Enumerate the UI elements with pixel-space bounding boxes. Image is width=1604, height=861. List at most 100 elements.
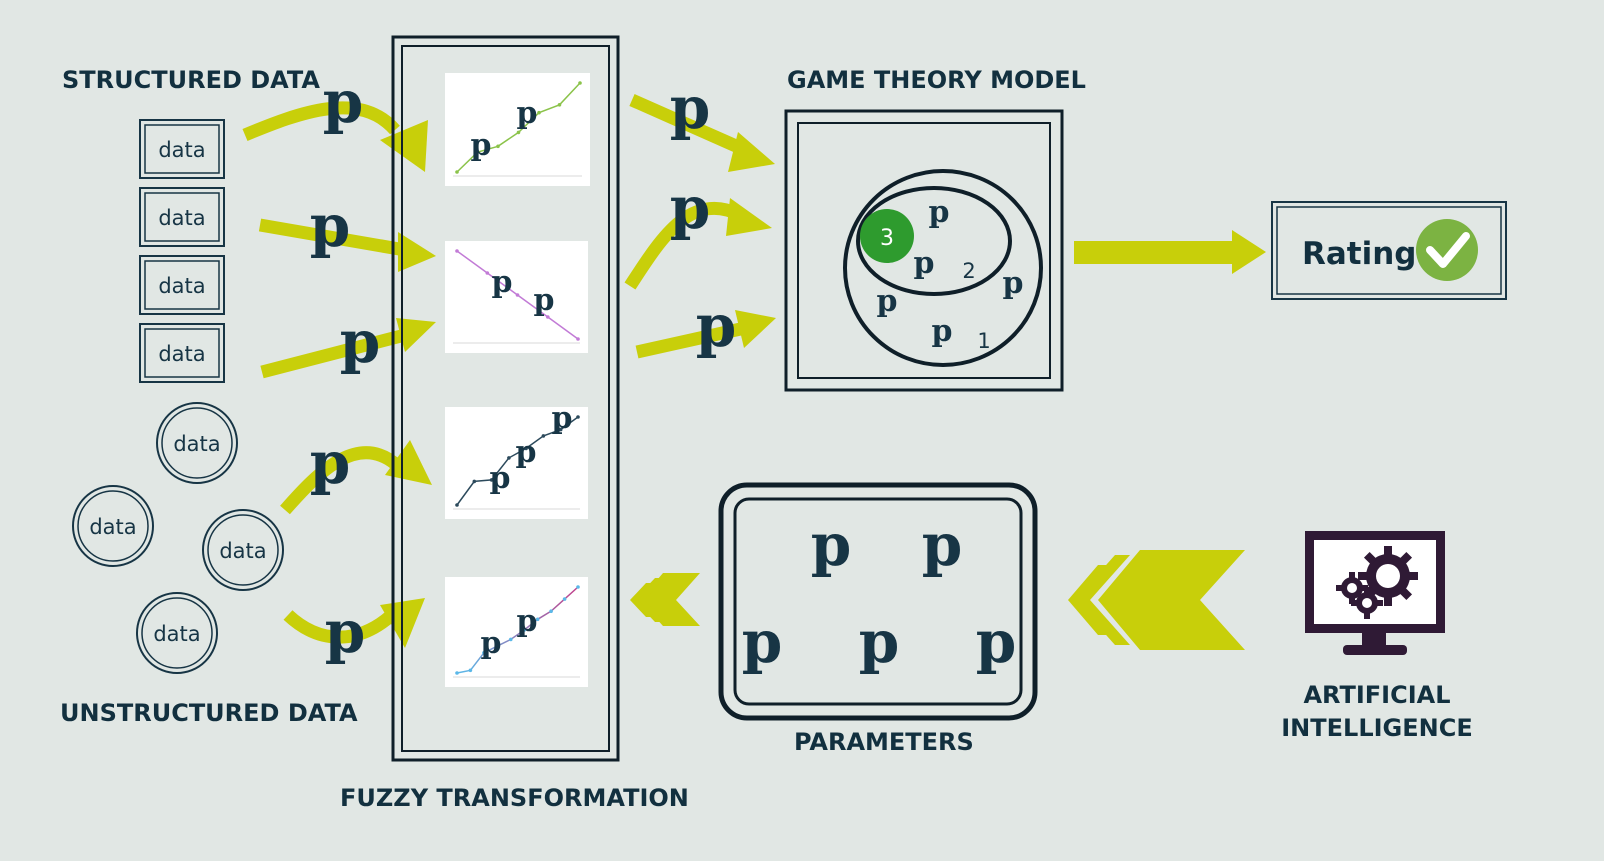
mini-chart-point	[537, 110, 541, 115]
mini-chart-point	[475, 150, 480, 154]
arrowhead	[385, 440, 432, 485]
unstructured-data-circle: data	[72, 485, 154, 567]
arrow-shaft	[635, 321, 747, 359]
p-symbol: p	[471, 128, 492, 163]
structured-data-text: data	[158, 274, 205, 298]
mini-chart-point	[455, 170, 459, 174]
p-symbol: p	[310, 192, 351, 260]
unstructured-data-text: data	[173, 432, 220, 456]
unstructured-data-label: UNSTRUCTURED DATA	[60, 699, 358, 727]
gear-icon	[1358, 546, 1418, 606]
arrowhead	[726, 198, 772, 236]
mini-chart-point	[495, 644, 500, 648]
gear-icon	[1351, 587, 1383, 619]
mini-chart-point	[578, 81, 582, 85]
structured-data-box: data	[139, 323, 225, 383]
mini-chart-point	[576, 337, 580, 341]
p-symbol: p	[516, 435, 537, 470]
mini-chart-point	[455, 249, 459, 253]
p-symbol: p	[932, 314, 953, 349]
venn-outer-circle	[843, 169, 1043, 367]
p-symbol: p	[877, 284, 898, 319]
ai-label-line1: ARTIFICIAL	[1303, 681, 1450, 709]
unstructured-data-text: data	[153, 622, 200, 646]
p-symbol: p	[552, 401, 573, 436]
mini-chart-point	[535, 617, 540, 622]
game-theory-panel: 3 2 1	[784, 109, 1064, 392]
structured-data-box: data	[139, 119, 225, 179]
mini-chart-point	[546, 315, 550, 319]
mini-chart-point	[524, 446, 528, 451]
venn-outer-number: 1	[977, 329, 990, 353]
structured-data-text: data	[158, 138, 205, 162]
mini-chart-point	[541, 434, 546, 438]
rating-arrow	[1074, 230, 1266, 274]
mini-chart-point	[558, 427, 563, 432]
parameters-label: PARAMETERS	[794, 728, 974, 756]
p-symbol: p	[517, 96, 538, 131]
mini-chart-point	[509, 637, 513, 642]
fuzzy-transformation-label: FUZZY TRANSFORMATION	[340, 784, 689, 812]
mini-chart-point	[482, 651, 486, 655]
unstructured-data-circle: data	[136, 592, 218, 674]
p-symbol: p	[323, 68, 364, 136]
arrowhead	[735, 310, 776, 348]
mini-chart-point	[485, 271, 490, 275]
p-symbol: p	[481, 626, 502, 661]
mini-chart-point	[472, 479, 477, 484]
mini-chart-point	[576, 585, 580, 589]
mini-chart-3-line	[456, 416, 579, 506]
structured-data-box: data	[139, 187, 225, 247]
mini-chart-point	[515, 293, 520, 297]
mini-chart-point	[576, 415, 580, 419]
mini-chart-point	[496, 144, 500, 149]
p-symbol: p	[670, 174, 711, 242]
unstructured-data-text: data	[89, 515, 136, 539]
chevron-left-icon	[1098, 550, 1245, 650]
p-symbol: p	[976, 608, 1017, 676]
p-symbol: p	[1003, 266, 1024, 301]
p-symbol: p	[310, 429, 351, 497]
rating-text: Rating	[1302, 236, 1417, 272]
structured-data-label: STRUCTURED DATA	[62, 66, 320, 94]
mini-chart-point	[549, 609, 553, 613]
input-arrowheads	[380, 120, 436, 648]
mini-chart-point	[489, 478, 494, 482]
game-input-arrowheads	[726, 132, 776, 348]
arrowhead	[728, 132, 775, 172]
p-symbol: p	[929, 195, 950, 230]
venn-badge	[860, 209, 914, 263]
mini-chart-4	[445, 577, 588, 687]
p-symbol: p	[742, 608, 783, 676]
mini-chart-point	[522, 628, 526, 632]
chevron-left-icon	[1068, 565, 1108, 635]
mini-chart-1	[445, 73, 590, 186]
chevron-left-icon	[640, 573, 700, 626]
p-symbol: p	[492, 265, 513, 300]
mini-chart-point	[455, 671, 459, 675]
arrowhead	[380, 120, 428, 172]
arrowhead	[398, 232, 436, 272]
structured-data-text: data	[158, 206, 205, 230]
chevron-left-icon	[630, 583, 654, 617]
p-symbol: p	[922, 511, 963, 579]
arrow-shaft	[258, 218, 407, 257]
p-symbol: p	[914, 246, 935, 281]
p-symbol: p	[811, 511, 852, 579]
mini-chart-point	[516, 130, 521, 135]
p-symbol: p	[534, 283, 555, 318]
p-symbol: p	[340, 308, 381, 376]
game-theory-label: GAME THEORY MODEL	[787, 66, 1086, 94]
mini-chart-4-line	[456, 586, 579, 674]
mini-chart-point	[507, 456, 511, 460]
arrowhead	[1232, 230, 1266, 274]
rating-box: Rating	[1271, 201, 1507, 300]
p-symbol: p	[517, 604, 538, 639]
venn-inner-circle	[856, 186, 1012, 296]
venn-badge-number: 3	[880, 226, 894, 251]
checkmark-icon	[1416, 219, 1478, 281]
arrow-shaft	[283, 607, 400, 644]
arrow-shaft	[629, 94, 748, 156]
